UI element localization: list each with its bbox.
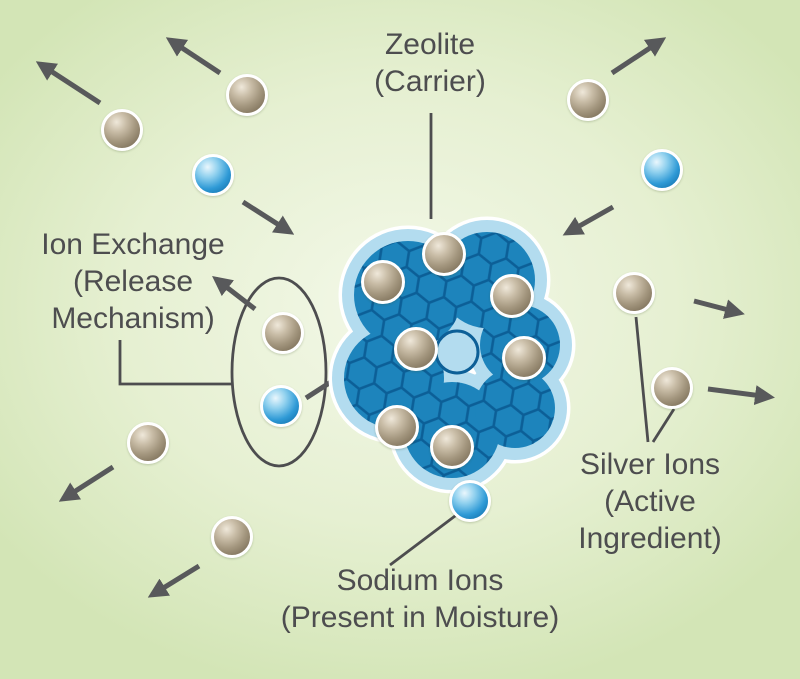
silver-release-arrow — [693, 298, 745, 319]
silver-ion-sphere — [101, 109, 143, 151]
label-sodium-ions-line: Sodium Ions — [336, 564, 504, 597]
sodium-inflow-arrow — [241, 199, 295, 235]
label-sodium-ions-line: (Present in Moisture) — [280, 601, 560, 634]
label-ion-exchange: Ion Exchange (Release Mechanism) — [8, 226, 258, 337]
silver-ion-sphere — [361, 260, 405, 304]
label-ion-exchange-line: Mechanism) — [51, 302, 215, 335]
zeolite-pore — [434, 329, 480, 375]
label-silver-ions-line: Ingredient) — [578, 522, 722, 555]
label-zeolite-line: (Carrier) — [374, 65, 486, 98]
label-zeolite-line: Zeolite — [384, 28, 476, 61]
silver-ion-sphere — [613, 272, 655, 314]
label-zeolite: Zeolite (Carrier) — [330, 26, 530, 100]
silver-ion-sphere — [226, 74, 268, 116]
label-ion-exchange-line: Ion Exchange — [41, 228, 225, 261]
silver-ion-sphere — [651, 367, 693, 409]
label-silver-ions-line: (Active — [604, 485, 696, 518]
silver-ion-sphere — [422, 232, 466, 276]
silver-ion-sphere — [375, 405, 419, 449]
label-silver-ions-line: Silver Ions — [579, 448, 721, 481]
silver-release-arrow — [707, 385, 775, 405]
silver-leader-line-lower — [651, 408, 676, 443]
silver-release-arrow — [35, 61, 102, 106]
silver-leader-line-upper — [634, 316, 650, 443]
silver-release-arrow — [212, 275, 257, 311]
sodium-ion-sphere — [192, 154, 234, 196]
sodium-inflow-arrow — [562, 204, 615, 236]
silver-ion-sphere — [430, 425, 474, 469]
silver-release-arrow — [147, 563, 201, 598]
sodium-ion-sphere — [260, 385, 302, 427]
ion-exchange-leader-line — [118, 340, 232, 386]
label-ion-exchange-line: (Release — [72, 265, 194, 298]
sodium-ion-sphere — [641, 149, 683, 191]
label-silver-ions: Silver Ions (Active Ingredient) — [540, 446, 760, 557]
sodium-ion-sphere — [449, 480, 491, 522]
silver-release-arrow — [610, 37, 667, 76]
silver-ion-sphere — [394, 327, 438, 371]
silver-ion-sphere — [127, 422, 169, 464]
ion-exchange-ellipse — [230, 276, 328, 468]
silver-ion-sphere — [567, 79, 609, 121]
sodium-leader-line — [389, 511, 460, 567]
silver-release-arrow — [58, 464, 115, 502]
silver-ion-sphere — [502, 336, 546, 380]
silver-release-arrow — [165, 37, 222, 76]
label-sodium-ions: Sodium Ions (Present in Moisture) — [235, 562, 605, 636]
silver-ion-sphere — [262, 312, 304, 354]
silver-ion-sphere — [490, 274, 534, 318]
silver-ion-sphere — [211, 516, 253, 558]
